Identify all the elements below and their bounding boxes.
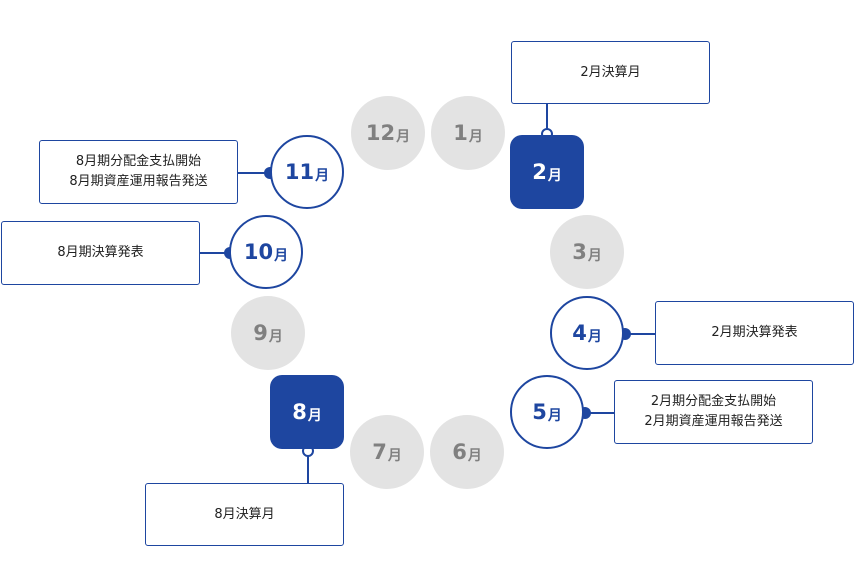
- note-oct-announce: 8月期決算発表: [1, 221, 200, 285]
- note-line: 2月期分配金支払開始: [650, 394, 777, 409]
- month-number: 9: [253, 321, 268, 345]
- month-number: 6: [452, 440, 467, 464]
- connector-may: [584, 412, 615, 414]
- month-number: 5: [532, 400, 547, 424]
- note-nov-payout: 8月期分配金支払開始 8月期資産運用報告発送: [39, 140, 238, 204]
- note-line: 2月期資産運用報告発送: [644, 414, 783, 429]
- month-number: 4: [572, 321, 587, 345]
- note-apr-announce: 2月期決算発表: [655, 301, 854, 365]
- note-line: 2月決算月: [580, 64, 641, 80]
- month-number: 3: [572, 240, 587, 264]
- connector-nov: [238, 172, 270, 174]
- month-number: 8: [292, 400, 307, 424]
- connector-apr: [624, 333, 656, 335]
- month-unit: 月: [587, 247, 602, 264]
- month-unit: 月: [547, 407, 562, 424]
- month-unit: 月: [307, 407, 322, 424]
- month-number: 2: [532, 160, 547, 184]
- month-number: 1: [453, 121, 468, 145]
- month-number: 11: [284, 160, 315, 184]
- month-unit: 月: [467, 447, 482, 464]
- month-unit: 月: [396, 128, 411, 145]
- note-aug-close: 8月決算月: [145, 483, 344, 546]
- month-unit: 月: [315, 167, 330, 184]
- connector-feb: [546, 104, 548, 134]
- month-unit: 月: [387, 447, 402, 464]
- month-unit: 月: [587, 328, 602, 345]
- note-may-payout: 2月期分配金支払開始 2月期資産運用報告発送: [614, 380, 813, 444]
- month-unit: 月: [274, 247, 289, 264]
- month-number: 10: [243, 240, 274, 264]
- month-unit: 月: [468, 128, 483, 145]
- note-line: 8月期決算発表: [57, 245, 144, 260]
- month-unit: 月: [268, 328, 283, 345]
- month-unit: 月: [547, 167, 562, 184]
- note-line: 8月決算月: [214, 506, 275, 522]
- note-line: 8月期資産運用報告発送: [69, 174, 208, 189]
- month-number: 7: [372, 440, 387, 464]
- connector-oct: [199, 252, 229, 254]
- connector-aug: [307, 451, 309, 483]
- note-line: 8月期分配金支払開始: [75, 154, 202, 169]
- month-number: 12: [365, 121, 396, 145]
- note-feb-close: 2月決算月: [511, 41, 710, 104]
- note-line: 2月期決算発表: [711, 325, 798, 340]
